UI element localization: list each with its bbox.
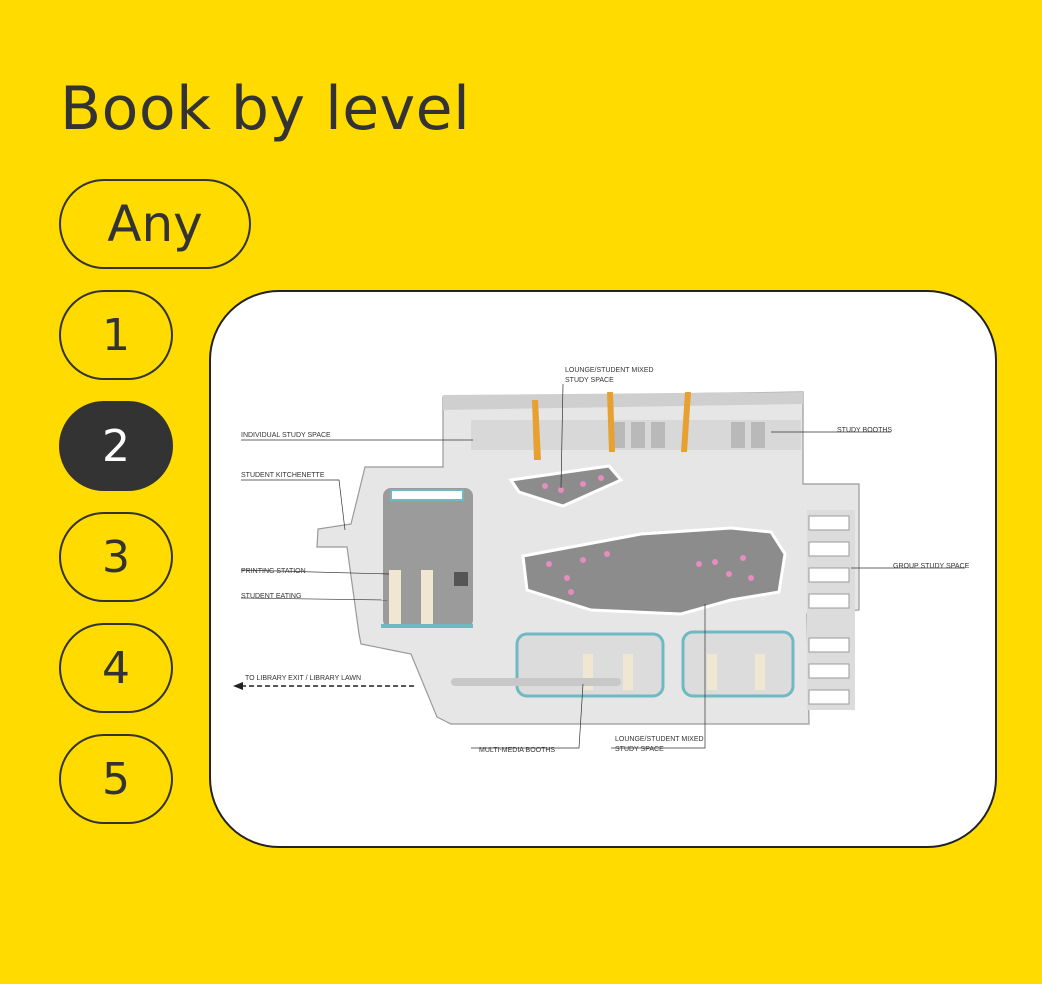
label-lounge-bottom-2: STUDY SPACE bbox=[615, 746, 664, 753]
eating-table-1 bbox=[389, 570, 401, 628]
label-kitchenette: STUDENT KITCHENETTE bbox=[241, 472, 325, 479]
label-lounge-bottom-1: LOUNGE/STUDENT MIXED bbox=[615, 736, 704, 743]
floor-plan-image: LOUNGE/STUDENT MIXED STUDY SPACE INDIVID… bbox=[233, 367, 970, 754]
label-study-booths: STUDY BOOTHS bbox=[837, 427, 892, 434]
multimedia-tables bbox=[583, 654, 765, 690]
leader-lines bbox=[240, 383, 965, 749]
orange-dividers bbox=[532, 392, 691, 460]
label-group-study: GROUP STUDY SPACE bbox=[893, 563, 970, 570]
label-printing: PRINTING STATION bbox=[241, 568, 306, 575]
exit-path bbox=[451, 678, 621, 686]
group-study-area bbox=[807, 510, 855, 710]
upper-lounge bbox=[508, 464, 624, 508]
level-4-button[interactable]: 4 bbox=[59, 623, 173, 713]
kitchen-counter bbox=[390, 489, 464, 501]
multimedia-booths bbox=[515, 630, 795, 698]
central-lounge bbox=[521, 526, 787, 616]
level-3-button[interactable]: 3 bbox=[59, 512, 173, 602]
label-lounge-top-1: LOUNGE/STUDENT MIXED bbox=[565, 367, 654, 374]
printer bbox=[454, 572, 468, 586]
lounge-seats bbox=[542, 475, 754, 595]
page-title: Book by level bbox=[60, 74, 471, 144]
kitchen-area bbox=[383, 488, 473, 628]
level-2-button[interactable]: 2 bbox=[59, 401, 173, 491]
exit-arrowhead bbox=[233, 682, 243, 690]
label-lounge-top-2: STUDY SPACE bbox=[565, 377, 614, 384]
label-eating: STUDENT EATING bbox=[241, 593, 301, 600]
floor-plan-card: LOUNGE/STUDENT MIXED STUDY SPACE INDIVID… bbox=[209, 290, 997, 848]
label-individual-study: INDIVIDUAL STUDY SPACE bbox=[241, 432, 331, 439]
eating-table-2 bbox=[421, 570, 433, 628]
level-any-button[interactable]: Any bbox=[59, 179, 251, 269]
group-study-tables bbox=[808, 515, 850, 705]
level-5-button[interactable]: 5 bbox=[59, 734, 173, 824]
label-multimedia: MULTI-MEDIA BOOTHS bbox=[479, 747, 555, 754]
label-exit: TO LIBRARY EXIT / LIBRARY LAWN bbox=[245, 675, 361, 682]
level-1-button[interactable]: 1 bbox=[59, 290, 173, 380]
